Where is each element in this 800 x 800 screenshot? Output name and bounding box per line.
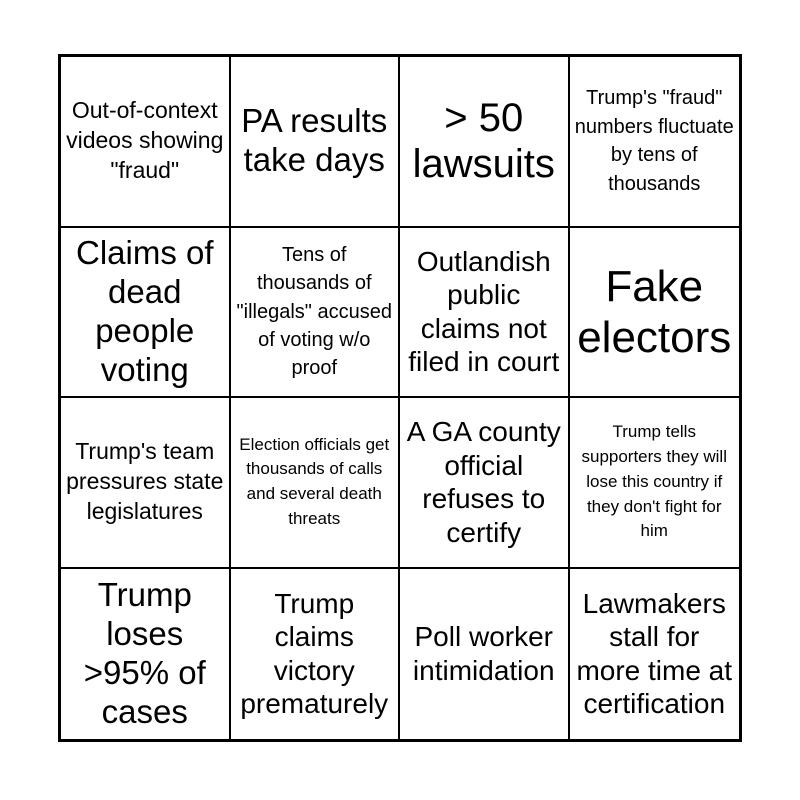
bingo-card-grid: Out-of-context videos showing "fraud" PA… — [58, 54, 742, 742]
bingo-cell-r4c2[interactable]: Trump claims victory prematurely — [230, 568, 400, 739]
bingo-cell-label: Tens of thousands of "illegals" accused … — [236, 243, 392, 380]
bingo-cell-r3c2[interactable]: Election officials get thousands of call… — [230, 398, 400, 569]
bingo-cell-r3c1[interactable]: Trump's team pressures state legislature… — [61, 398, 231, 569]
bingo-cell-label: A GA county official refuses to certify — [406, 416, 561, 548]
bingo-cell-label: Trump's "fraud" numbers fluctuate by ten… — [574, 87, 734, 195]
bingo-cell-r2c1[interactable]: Claims of dead people voting — [61, 227, 231, 398]
bingo-cell-label: Poll worker intimidation — [412, 621, 555, 686]
bingo-cell-r4c3[interactable]: Poll worker intimidation — [400, 568, 570, 739]
bingo-cell-r1c2[interactable]: PA results take days — [230, 57, 400, 228]
bingo-cell-r2c3[interactable]: Outlandish public claims not filed in co… — [400, 227, 570, 398]
bingo-cell-r1c4[interactable]: Trump's "fraud" numbers fluctuate by ten… — [569, 57, 739, 228]
bingo-cell-label: Trump claims victory prematurely — [240, 587, 389, 720]
bingo-cell-r4c4[interactable]: Lawmakers stall for more time at certifi… — [569, 568, 739, 739]
bingo-cell-r3c3[interactable]: A GA county official refuses to certify — [400, 398, 570, 569]
bingo-cell-r1c3[interactable]: > 50 lawsuits — [400, 57, 570, 228]
bingo-cell-r4c1[interactable]: Trump loses >95% of cases — [61, 568, 231, 739]
bingo-cell-r2c4[interactable]: Fake electors — [569, 227, 739, 398]
bingo-cell-label: Out-of-context videos showing "fraud" — [66, 97, 224, 184]
bingo-cell-r1c1[interactable]: Out-of-context videos showing "fraud" — [61, 57, 231, 228]
bingo-cell-label: Outlandish public claims not filed in co… — [408, 245, 560, 378]
bingo-cell-label: > 50 lawsuits — [412, 95, 555, 187]
bingo-cell-label: Fake electors — [577, 261, 732, 362]
bingo-cell-label: Claims of dead people voting — [75, 233, 214, 388]
bingo-cell-label: Trump's team pressures state legislature… — [66, 438, 224, 525]
bingo-cell-r2c2[interactable]: Tens of thousands of "illegals" accused … — [230, 227, 400, 398]
bingo-cell-label: Trump tells supporters they will lose th… — [581, 422, 727, 541]
bingo-cell-label: Trump loses >95% of cases — [83, 575, 206, 730]
bingo-cell-label: Election officials get thousands of call… — [239, 434, 390, 529]
bingo-cell-label: PA results take days — [241, 102, 388, 179]
bingo-cell-r3c4[interactable]: Trump tells supporters they will lose th… — [569, 398, 739, 569]
bingo-cell-label: Lawmakers stall for more time at certifi… — [576, 587, 733, 720]
